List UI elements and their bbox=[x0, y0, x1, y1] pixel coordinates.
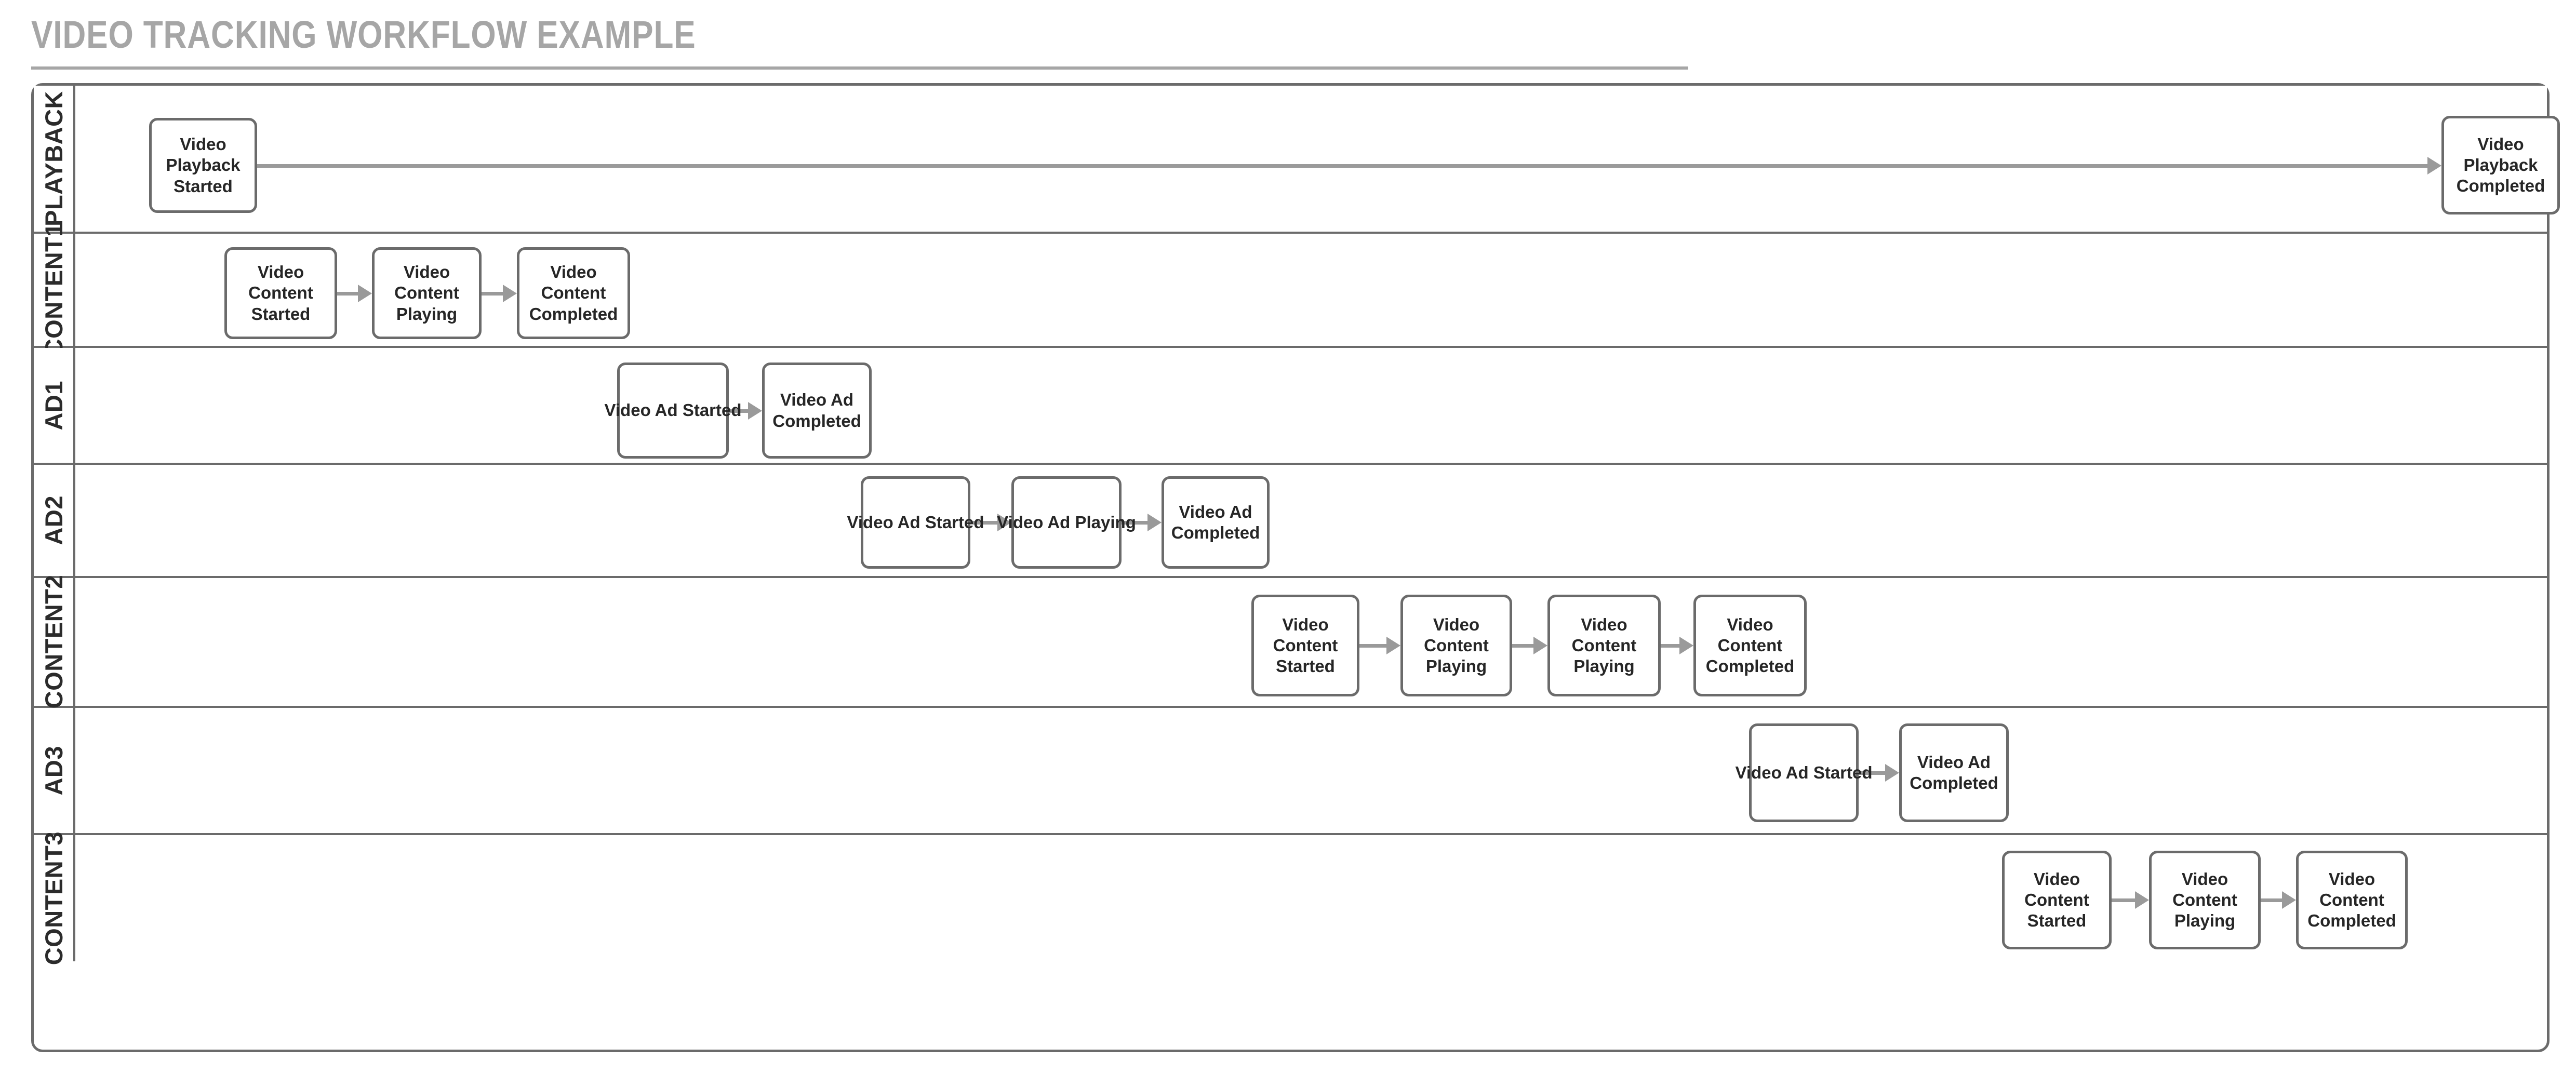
arrowhead-icon-content1-started-to-content1-playing bbox=[358, 285, 372, 302]
node-content2-playing-1[interactable]: Video Content Playing bbox=[1400, 595, 1512, 696]
node-label: Video Content Playing bbox=[1571, 614, 1637, 676]
connector-ad2-playing-to-ad2-completed bbox=[1122, 521, 1147, 525]
lane-body-ad2: Video Ad Started Video Ad Playing Video Ad… bbox=[75, 465, 2547, 576]
arrowhead-icon-ad2-started-to-ad2-playing bbox=[997, 514, 1011, 531]
node-content2-started[interactable]: Video Content Started bbox=[1251, 595, 1359, 696]
lane-label-ad2: AD2 bbox=[39, 495, 68, 545]
connector-content3-playing-to-content3-completed bbox=[2261, 898, 2282, 902]
lane-header-ad1: AD1 bbox=[34, 348, 75, 463]
arrowhead-icon-ad1-started-to-ad1-completed bbox=[748, 402, 762, 420]
node-ad2-completed[interactable]: Video Ad Completed bbox=[1162, 476, 1270, 569]
connector-content1-playing-to-content1-completed bbox=[482, 292, 503, 296]
node-label: Video Content Completed bbox=[1705, 614, 1795, 676]
node-label: Video Content Started bbox=[248, 262, 313, 324]
lane-header-ad2: AD2 bbox=[34, 465, 75, 576]
node-ad2-started[interactable]: Video Ad Started bbox=[847, 476, 984, 569]
node-playback-started[interactable]: Video Playback Started bbox=[149, 118, 257, 213]
title-divider bbox=[31, 66, 1688, 70]
arrowhead-icon-content2-playing-1-to-content2-playing-2 bbox=[1533, 637, 1547, 654]
lane-body-ad3: Video Ad Started Video Ad Completed bbox=[75, 708, 2547, 833]
arrowhead-icon-content3-playing-to-content3-completed bbox=[2282, 891, 2296, 909]
lane-body-playback: Video Playback Started Video Playback Com… bbox=[75, 86, 2560, 232]
arrowhead-icon-content1-playing-to-content1-completed bbox=[503, 285, 517, 302]
node-label: Video Ad Started bbox=[1735, 762, 1873, 782]
lane-label-ad1: AD1 bbox=[39, 380, 68, 431]
node-label: Video Content Started bbox=[1273, 614, 1338, 676]
swimlane-ad3: AD3 Video Ad Started Video Ad Completed bbox=[34, 708, 2547, 835]
lane-body-ad1: Video Ad Started Video Ad Completed bbox=[75, 348, 2547, 463]
node-label: Video Content Playing bbox=[1424, 614, 1489, 676]
arrowhead-icon-ad2-playing-to-ad2-completed bbox=[1147, 514, 1162, 531]
node-ad2-playing[interactable]: Video Ad Playing bbox=[997, 476, 1136, 569]
node-label: Video Ad Started bbox=[847, 512, 984, 532]
node-label: Video Content Playing bbox=[394, 262, 459, 324]
lane-header-ad3: AD3 bbox=[34, 708, 75, 833]
node-label: Video Ad Completed bbox=[1910, 752, 1998, 793]
lane-label-content3: CONTENT3 bbox=[39, 831, 68, 965]
node-playback-completed[interactable]: Video Playback Completed bbox=[2441, 116, 2560, 214]
lane-label-ad3: AD3 bbox=[39, 745, 68, 796]
node-label: Video Ad Completed bbox=[772, 390, 861, 431]
arrowhead-icon-content3-started-to-content3-playing bbox=[2135, 891, 2149, 909]
node-label: Video Ad Completed bbox=[1171, 502, 1260, 542]
arrowhead-icon-content2-playing-2-to-content2-completed bbox=[1679, 637, 1693, 654]
node-label: Video Content Started bbox=[2024, 869, 2089, 931]
node-content1-started[interactable]: Video Content Started bbox=[224, 247, 337, 339]
connector-content3-started-to-content3-playing bbox=[2112, 898, 2135, 902]
node-ad3-completed[interactable]: Video Ad Completed bbox=[1899, 723, 2009, 822]
node-label: Video Ad Playing bbox=[997, 512, 1136, 532]
lane-body-content2: Video Content Started Video Content Playi… bbox=[75, 578, 2547, 706]
node-label: Video Playback Started bbox=[166, 135, 241, 196]
lane-label-content2: CONTENT2 bbox=[39, 575, 68, 709]
arrowhead-icon-ad3-started-to-ad3-completed bbox=[1885, 764, 1899, 782]
node-content2-completed[interactable]: Video Content Completed bbox=[1693, 595, 1807, 696]
title-block: VIDEO TRACKING WORKFLOW EXAMPLE bbox=[31, 16, 1688, 70]
lane-body-content3: Video Content Started Video Content Playi… bbox=[75, 835, 2547, 961]
lane-header-content1: CONTENT1 bbox=[34, 223, 75, 357]
connector-ad3-started-to-ad3-completed bbox=[1859, 771, 1885, 775]
swimlane-ad1: AD1 Video Ad Started Video Ad Completed bbox=[34, 348, 2547, 465]
page-title: VIDEO TRACKING WORKFLOW EXAMPLE bbox=[31, 13, 696, 56]
connector-content2-playing-1-to-content2-playing-2 bbox=[1512, 644, 1533, 648]
node-ad3-started[interactable]: Video Ad Started bbox=[1735, 723, 1873, 822]
node-label: Video Content Completed bbox=[529, 262, 618, 324]
lane-body-content1: Video Content Started Video Content Playi… bbox=[75, 234, 2547, 346]
lane-header-playback: PLAYBACK bbox=[34, 86, 75, 232]
connector-content2-started-to-content2-playing-1 bbox=[1359, 644, 1386, 648]
connector-ad2-started-to-ad2-playing bbox=[970, 521, 997, 525]
node-label: Video Ad Started bbox=[604, 400, 742, 420]
connector-playback-started-to-playback-completed bbox=[257, 164, 2427, 168]
node-content1-playing[interactable]: Video Content Playing bbox=[372, 247, 482, 339]
node-ad1-started[interactable]: Video Ad Started bbox=[604, 363, 742, 459]
lane-label-playback: PLAYBACK bbox=[39, 91, 68, 226]
node-content3-started[interactable]: Video Content Started bbox=[2002, 851, 2112, 949]
node-content3-completed[interactable]: Video Content Completed bbox=[2296, 851, 2408, 949]
node-label: Video Content Completed bbox=[2307, 869, 2396, 931]
connector-content1-started-to-content1-playing bbox=[337, 292, 358, 296]
lane-label-content1: CONTENT1 bbox=[39, 223, 68, 357]
node-label: Video Playback Completed bbox=[2456, 134, 2545, 196]
node-content1-completed[interactable]: Video Content Completed bbox=[517, 247, 630, 339]
arrowhead-icon-content2-started-to-content2-playing-1 bbox=[1386, 637, 1400, 654]
arrowhead-icon-playback-started-to-playback-completed bbox=[2427, 157, 2441, 175]
node-ad1-completed[interactable]: Video Ad Completed bbox=[762, 363, 872, 459]
node-label: Video Content Playing bbox=[2172, 869, 2237, 931]
node-content2-playing-2[interactable]: Video Content Playing bbox=[1547, 595, 1661, 696]
connector-content2-playing-2-to-content2-completed bbox=[1661, 644, 1679, 648]
node-content3-playing[interactable]: Video Content Playing bbox=[2149, 851, 2261, 949]
connector-ad1-started-to-ad1-completed bbox=[729, 409, 748, 413]
lane-header-content2: CONTENT2 bbox=[34, 575, 75, 709]
lane-header-content3: CONTENT3 bbox=[34, 831, 75, 965]
